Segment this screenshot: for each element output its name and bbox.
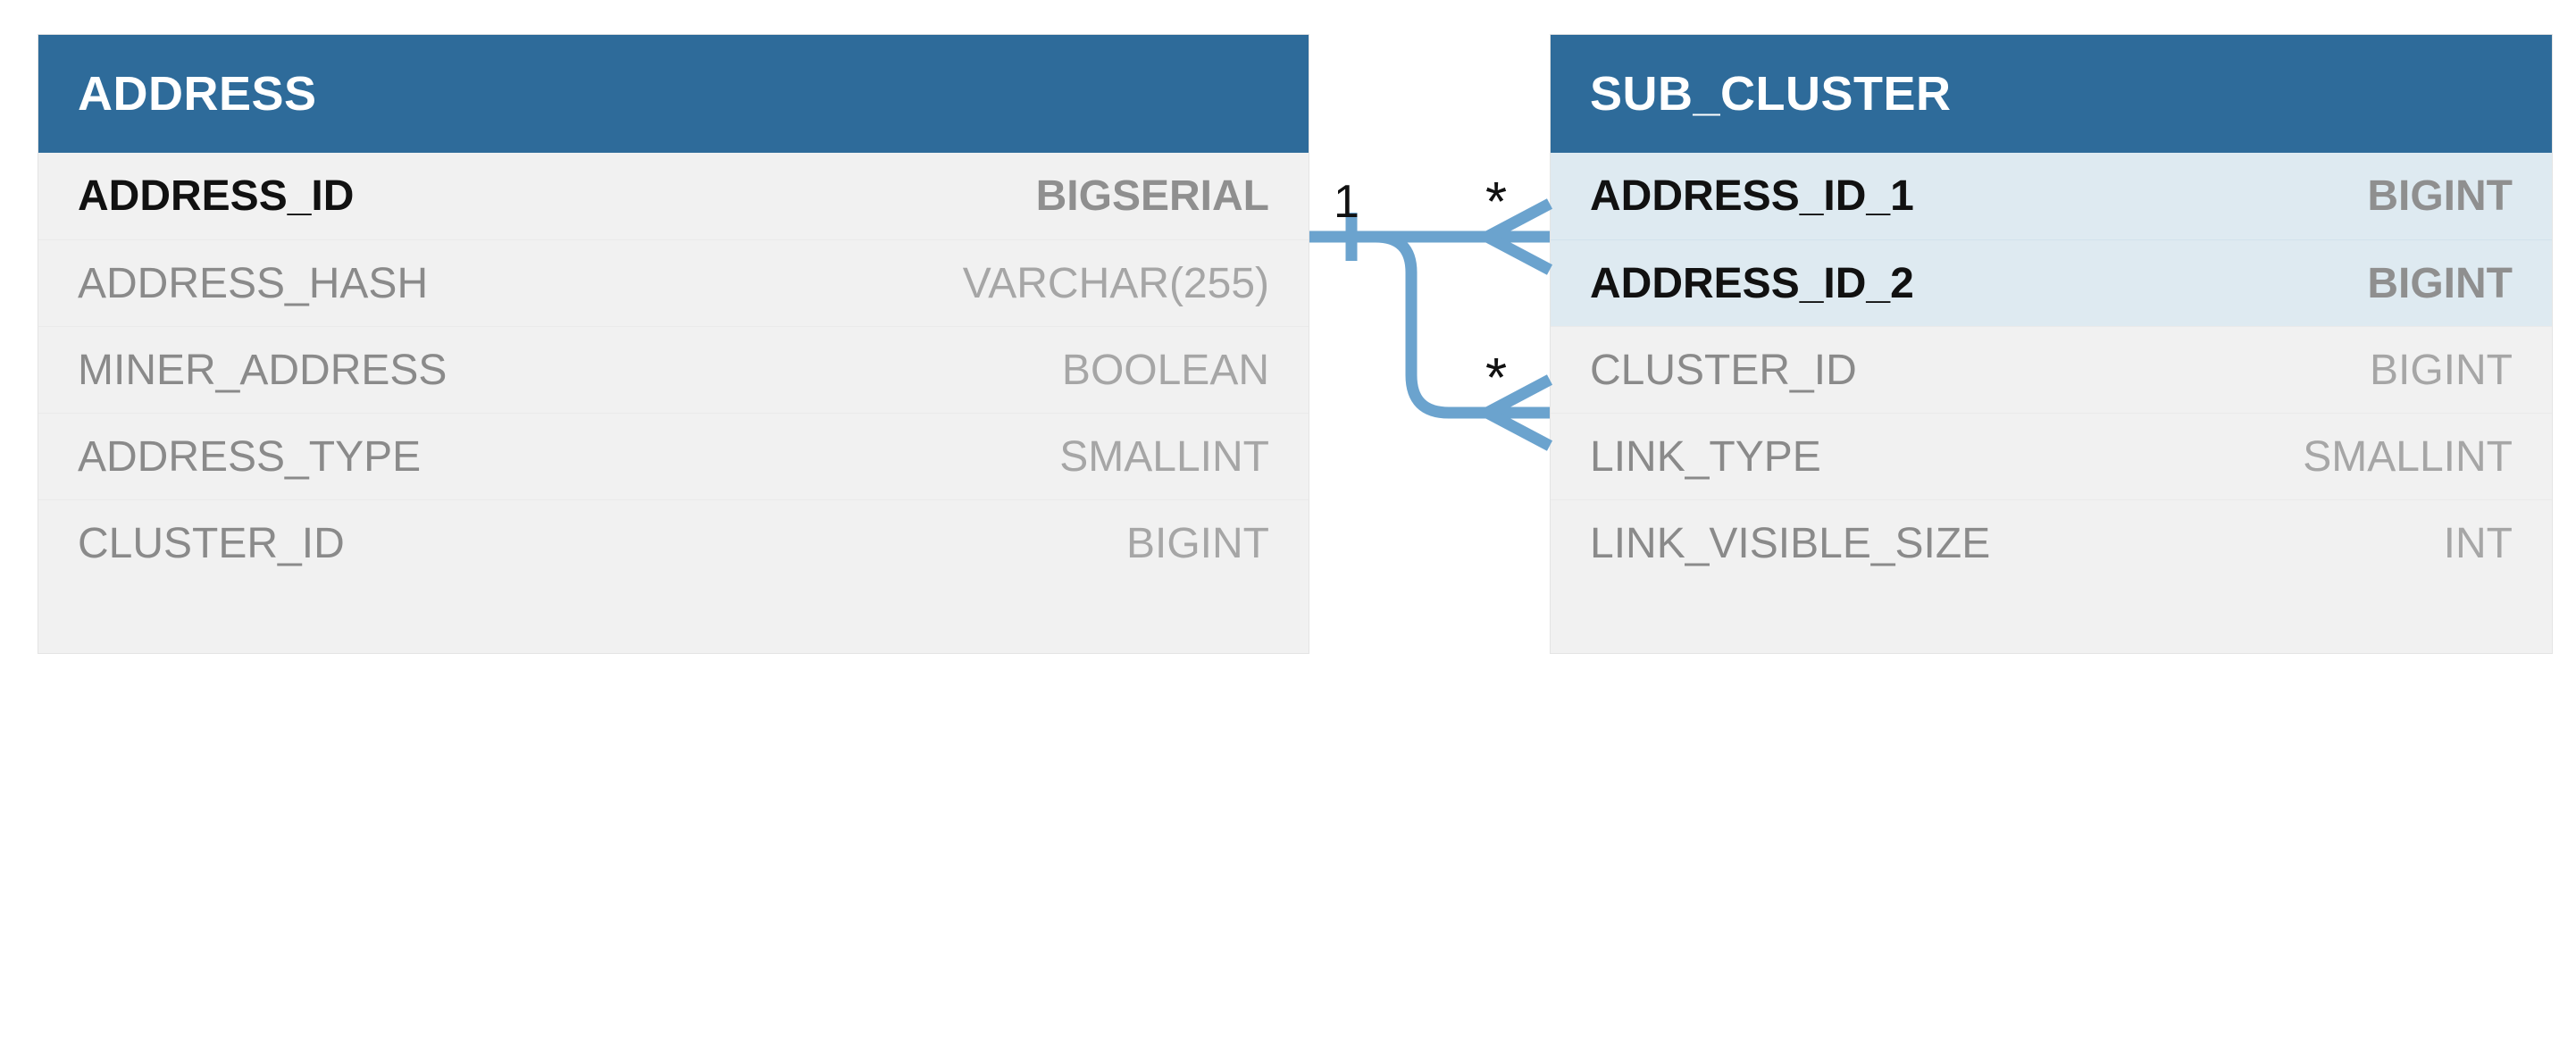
attribute-row-address-id-2[interactable]: ADDRESS_ID_2 BIGINT xyxy=(1551,239,2552,326)
attribute-row-address-id[interactable]: ADDRESS_ID BIGSERIAL xyxy=(38,153,1309,239)
attribute-type: BIGINT xyxy=(2367,172,2513,220)
cardinality-label-one: 1 xyxy=(1334,176,1359,228)
attribute-name: ADDRESS_ID xyxy=(78,172,355,220)
entity-sub-cluster-bottom-padding xyxy=(1551,586,2552,653)
entity-address-bottom-padding xyxy=(38,586,1309,653)
attribute-type: VARCHAR(255) xyxy=(962,259,1269,307)
attribute-name: LINK_TYPE xyxy=(1590,432,1821,481)
attribute-name: CLUSTER_ID xyxy=(1590,346,1857,394)
attribute-row-address-id-1[interactable]: ADDRESS_ID_1 BIGINT xyxy=(1551,153,2552,239)
attribute-type: SMALLINT xyxy=(2303,432,2513,481)
attribute-row-miner-address[interactable]: MINER_ADDRESS BOOLEAN xyxy=(38,326,1309,413)
relationship-line-address-id-2[interactable] xyxy=(1309,230,1553,451)
cardinality-label-many-top: * xyxy=(1485,172,1508,233)
attribute-row-link-type[interactable]: LINK_TYPE SMALLINT xyxy=(1551,413,2552,499)
cardinality-label-many-bottom: * xyxy=(1485,348,1508,409)
attribute-row-link-visible-size[interactable]: LINK_VISIBLE_SIZE INT xyxy=(1551,499,2552,586)
attribute-name: CLUSTER_ID xyxy=(78,519,345,567)
attribute-row-address-hash[interactable]: ADDRESS_HASH VARCHAR(255) xyxy=(38,239,1309,326)
attribute-name: ADDRESS_ID_2 xyxy=(1590,259,1914,307)
attribute-name: LINK_VISIBLE_SIZE xyxy=(1590,519,1991,567)
attribute-type: BIGINT xyxy=(2367,259,2513,307)
attribute-type: BIGINT xyxy=(2369,346,2513,394)
attribute-name: ADDRESS_ID_1 xyxy=(1590,172,1914,220)
attribute-name: MINER_ADDRESS xyxy=(78,346,447,394)
entity-sub-cluster-attribute-list: ADDRESS_ID_1 BIGINT ADDRESS_ID_2 BIGINT … xyxy=(1551,153,2552,653)
attribute-row-cluster-id[interactable]: CLUSTER_ID BIGINT xyxy=(1551,326,2552,413)
entity-sub-cluster-title: SUB_CLUSTER xyxy=(1551,35,2552,153)
attribute-name: ADDRESS_HASH xyxy=(78,259,429,307)
entity-address-title: ADDRESS xyxy=(38,35,1309,153)
attribute-name: ADDRESS_TYPE xyxy=(78,432,422,481)
entity-address-attribute-list: ADDRESS_ID BIGSERIAL ADDRESS_HASH VARCHA… xyxy=(38,153,1309,653)
attribute-type: SMALLINT xyxy=(1059,432,1269,481)
entity-address[interactable]: ADDRESS ADDRESS_ID BIGSERIAL ADDRESS_HAS… xyxy=(38,34,1309,654)
attribute-type: INT xyxy=(2443,519,2513,567)
attribute-row-address-type[interactable]: ADDRESS_TYPE SMALLINT xyxy=(38,413,1309,499)
attribute-type: BOOLEAN xyxy=(1061,346,1269,394)
attribute-row-cluster-id[interactable]: CLUSTER_ID BIGINT xyxy=(38,499,1309,586)
attribute-type: BIGINT xyxy=(1125,519,1269,567)
entity-sub-cluster[interactable]: SUB_CLUSTER ADDRESS_ID_1 BIGINT ADDRESS_… xyxy=(1550,34,2553,654)
attribute-type: BIGSERIAL xyxy=(1035,172,1269,220)
